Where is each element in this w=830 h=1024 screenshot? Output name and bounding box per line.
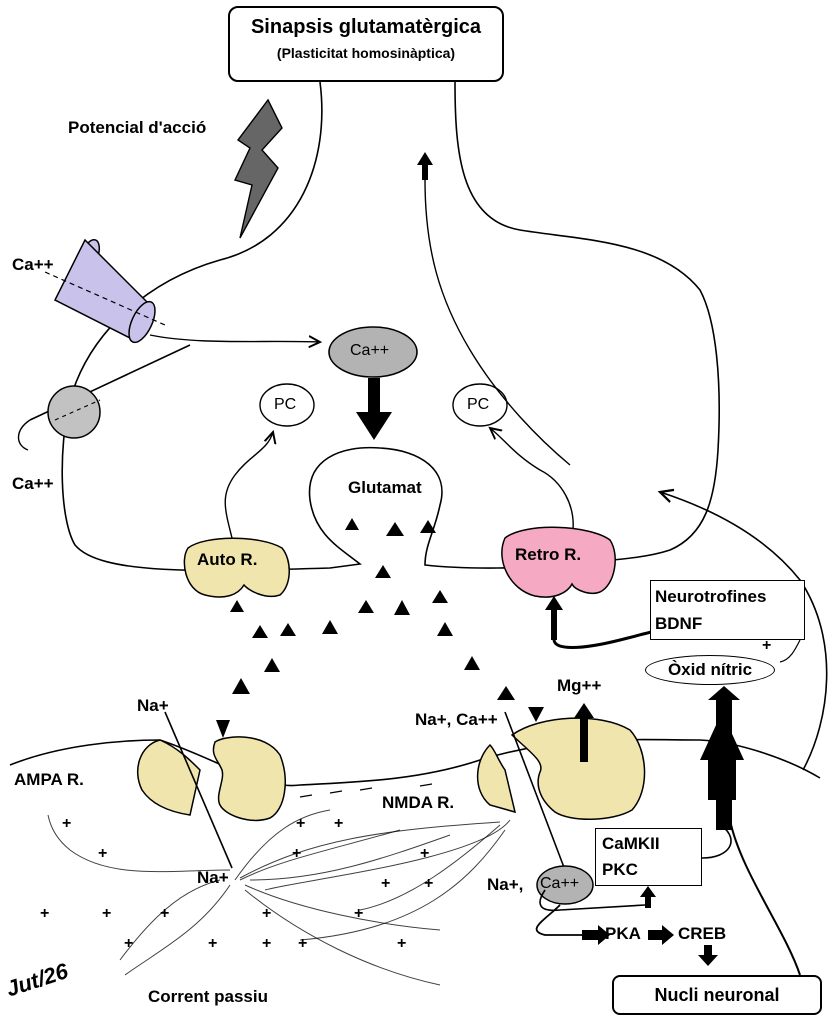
charge-plus: + bbox=[102, 905, 112, 922]
charge-plus: + bbox=[124, 935, 134, 952]
label-ca-in-bottom: Ca++ bbox=[12, 474, 54, 493]
signature: Jut/26 bbox=[3, 958, 72, 1002]
label-ca-channel: Ca++ bbox=[540, 875, 580, 892]
label-pc-right: PC bbox=[467, 396, 490, 413]
diagram-title: Sinapsis glutamatèrgica bbox=[250, 16, 482, 38]
label-nitric-oxide: Òxid nítric bbox=[667, 660, 753, 679]
sodium-calcium-channel bbox=[536, 865, 594, 905]
label-creb: CREB bbox=[678, 924, 727, 943]
neurotrophins-box: Neurotrofines BDNF bbox=[650, 580, 805, 640]
label-retro-receptor: Retro R. bbox=[515, 545, 582, 564]
label-pka: PKA bbox=[605, 924, 641, 943]
charge-plus: + bbox=[424, 875, 434, 892]
charge-plus: + bbox=[381, 875, 391, 892]
label-auto-receptor: Auto R. bbox=[197, 550, 258, 569]
label-na-ampa: Na+ bbox=[137, 696, 169, 715]
label-neurotrophins: Neurotrofines bbox=[655, 587, 767, 606]
label-na-ca-nmda: Na+, Ca++ bbox=[415, 710, 498, 729]
charge-plus: + bbox=[62, 815, 72, 832]
label-glutamat: Glutamat bbox=[348, 478, 422, 497]
charge-plus: + bbox=[160, 905, 170, 922]
charge-plus: + bbox=[292, 845, 302, 862]
label-pkc: PKC bbox=[602, 860, 638, 879]
calcium-channel-icon bbox=[44, 238, 166, 344]
glutamate-molecules bbox=[216, 518, 544, 738]
label-pc-left: PC bbox=[274, 396, 297, 413]
charge-plus: + bbox=[296, 815, 306, 832]
retro-receptor-shape bbox=[501, 526, 616, 598]
label-na-channel: Na+, bbox=[487, 875, 524, 894]
diagram-title-box: Sinapsis glutamatèrgica (Plasticitat hom… bbox=[228, 6, 504, 82]
label-action-potential: Potencial d'acció bbox=[68, 118, 207, 137]
label-mg: Mg++ bbox=[557, 676, 602, 695]
pc-right bbox=[452, 383, 508, 427]
charge-plus: + bbox=[208, 935, 218, 952]
calcium-pump-icon bbox=[47, 385, 101, 439]
label-camkii: CaMKII bbox=[602, 834, 660, 853]
action-potential-bolt bbox=[234, 98, 283, 239]
nitric-plus-sign: + bbox=[762, 637, 772, 654]
label-na-center: Na+ bbox=[197, 868, 229, 887]
nmda-receptor-shape bbox=[476, 711, 646, 871]
charge-plus: + bbox=[262, 905, 272, 922]
charge-plus: + bbox=[298, 935, 308, 952]
calcium-vesicle bbox=[328, 326, 418, 378]
label-ca-vesicle: Ca++ bbox=[350, 342, 390, 359]
charge-plus: + bbox=[354, 905, 364, 922]
auto-receptor-shape bbox=[183, 537, 290, 598]
nitric-oxide-ellipse: Òxid nítric bbox=[645, 655, 775, 685]
charge-plus: + bbox=[420, 845, 430, 862]
label-ca-in-top: Ca++ bbox=[12, 255, 54, 274]
kinases-box: CaMKII PKC bbox=[595, 828, 702, 886]
charge-plus: + bbox=[40, 905, 50, 922]
ampa-receptor-shape bbox=[137, 711, 286, 869]
calcium-release-arrow bbox=[356, 378, 392, 440]
passive-current-lines bbox=[47, 809, 511, 986]
charge-plus: + bbox=[334, 815, 344, 832]
charge-plus: + bbox=[397, 935, 407, 952]
charge-plus: + bbox=[98, 845, 108, 862]
label-bdnf: BDNF bbox=[655, 614, 703, 633]
label-nucleus: Nucli neuronal bbox=[654, 985, 780, 1005]
label-ampa-receptor: AMPA R. bbox=[14, 770, 84, 789]
nucleus-box: Nucli neuronal bbox=[612, 975, 822, 1015]
label-passive-current: Corrent passiu bbox=[148, 987, 268, 1006]
pc-left bbox=[259, 383, 315, 427]
diagram-subtitle: (Plasticitat homosinàptica) bbox=[276, 45, 456, 61]
postsynaptic-membrane bbox=[9, 738, 821, 787]
label-nmda-receptor: NMDA R. bbox=[382, 793, 455, 812]
charge-plus: + bbox=[262, 935, 272, 952]
